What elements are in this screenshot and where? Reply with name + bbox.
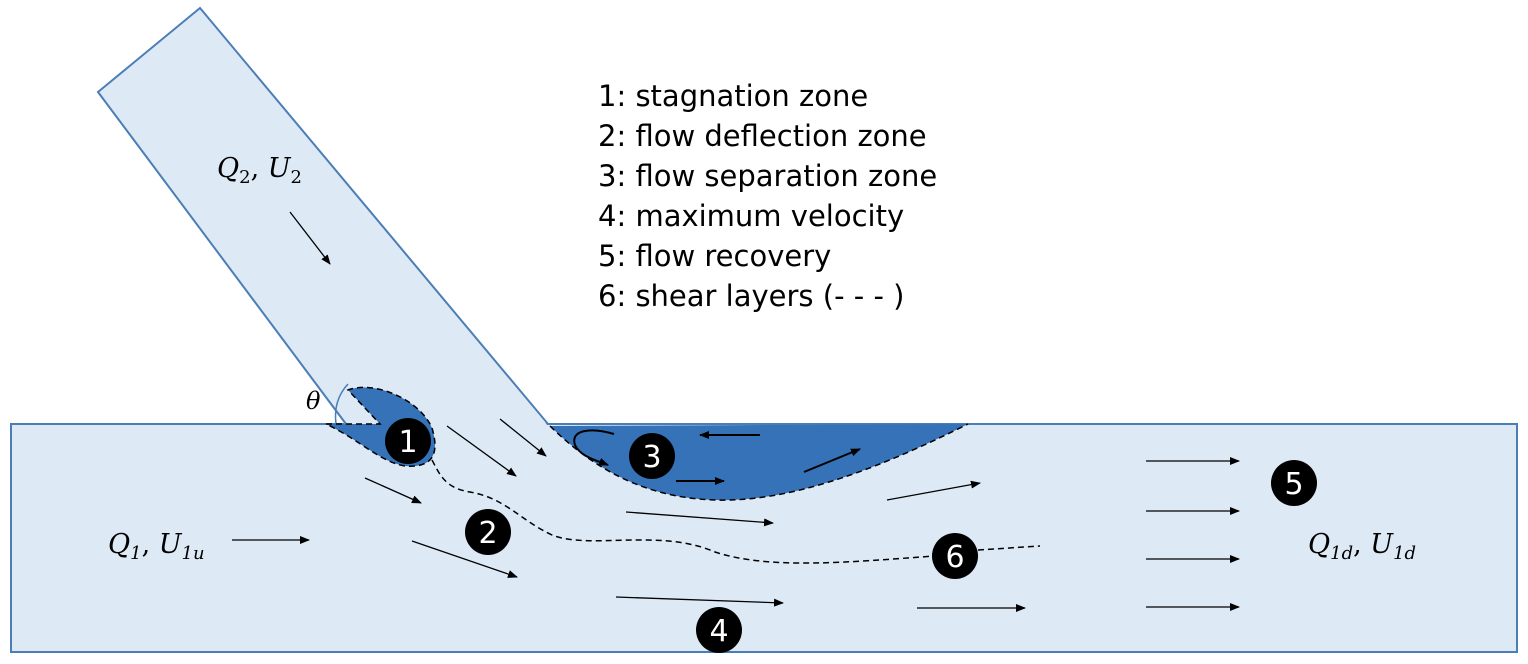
zone-marker-1: 1 [385, 418, 431, 464]
legend-item-5: 5: flow recovery [598, 239, 831, 273]
recirculation-curl [573, 429, 615, 466]
deflection-flow-arrow [364, 477, 422, 504]
branch-channel [98, 8, 548, 426]
legend-item-2: 2: flow deflection zone [598, 119, 927, 153]
channel-flow-arrow [625, 511, 774, 527]
svg-text:2: 2 [478, 516, 497, 551]
svg-text:3: 3 [642, 440, 661, 475]
separation-zone-boundary [549, 423, 969, 501]
branch-channel-outline [96, 6, 549, 425]
zone-marker-5: 5 [1271, 460, 1317, 506]
svg-text:6: 6 [945, 540, 964, 575]
svg-text:4: 4 [709, 614, 728, 649]
legend-item-1: 1: stagnation zone [598, 79, 868, 113]
svg-text:1: 1 [398, 425, 417, 460]
zone-marker-2: 2 [465, 509, 511, 555]
junction-flow-arrow [446, 425, 517, 477]
angle-label: θ [306, 387, 321, 415]
downstream-flow-label: Q1d, U1d [1308, 529, 1416, 564]
legend-item-6: 6: shear layers (- - - ) [598, 279, 904, 313]
branch-flow-arrow [289, 211, 331, 265]
zone-marker-6: 6 [932, 533, 978, 579]
upstream-flow-label: Q1, U1u [108, 529, 205, 564]
recirculation-arrow-up [803, 448, 861, 473]
junction-flow-arrow [499, 418, 547, 457]
zone-marker-4: 4 [696, 607, 742, 653]
angle-arc [334, 383, 349, 425]
svg-text:5: 5 [1284, 467, 1303, 502]
branch-flow-label: Q2, U2 [217, 153, 302, 188]
zone-marker-3: 3 [629, 433, 675, 479]
max-velocity-arrow [615, 596, 784, 607]
deflection-flow-arrow [411, 540, 518, 578]
shear-layer [431, 459, 1041, 564]
legend-item-3: 3: flow separation zone [598, 159, 937, 193]
zone-legend: 1: stagnation zone 2: flow deflection zo… [598, 79, 937, 313]
flow-arrows [232, 211, 1240, 612]
channel-flow-arrow [886, 480, 981, 501]
legend-item-4: 4: maximum velocity [598, 199, 904, 233]
